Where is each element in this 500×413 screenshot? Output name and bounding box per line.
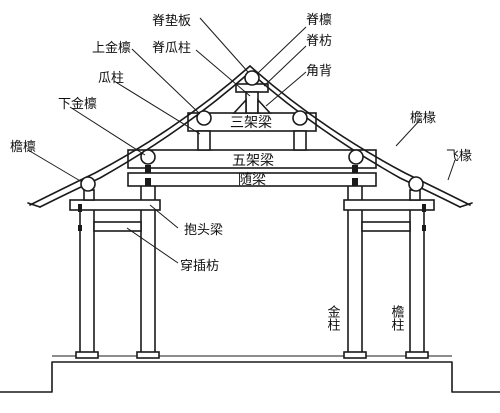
leader-lines bbox=[27, 17, 456, 264]
roof-rafters bbox=[27, 65, 473, 208]
label-yan-zhu: 檐柱 bbox=[389, 305, 405, 332]
label-ji-dian-ban: 脊垫板 bbox=[152, 13, 191, 29]
label-wu-jia-liang: 五架梁 bbox=[232, 153, 274, 169]
label-shang-jin-lin: 上金檩 bbox=[92, 40, 131, 56]
label-fei-chuan: 飞椽 bbox=[446, 149, 472, 164]
ridge-purlin bbox=[244, 70, 260, 86]
label-bao-tou-liang: 抱头梁 bbox=[184, 222, 223, 238]
label-jin-zhu: 金柱 bbox=[325, 304, 341, 332]
left-eave-column bbox=[79, 204, 95, 358]
label-jiao-bei: 角背 bbox=[306, 64, 332, 79]
label-san-jia-liang: 三架梁 bbox=[230, 115, 272, 131]
posts bbox=[145, 91, 358, 186]
label-ji-fang: 脊枋 bbox=[306, 33, 332, 49]
lower-gold-purlin-left bbox=[140, 149, 156, 165]
lower-gold-purlin-right bbox=[348, 149, 364, 165]
sui-liang-beam bbox=[127, 172, 377, 187]
right-eave-column bbox=[409, 204, 425, 358]
label-xia-jin-lin: 下金檩 bbox=[58, 96, 97, 112]
label-ji-gua-zhu: 脊瓜柱 bbox=[152, 41, 191, 56]
label-gua-zhu: 瓜柱 bbox=[98, 71, 124, 86]
label-chuan-cha-fang: 穿插枋 bbox=[180, 258, 219, 274]
label-ji-lin: 脊檩 bbox=[306, 13, 332, 28]
purlins bbox=[80, 70, 424, 192]
label-yan-chuan: 檐椽 bbox=[410, 111, 436, 126]
foundation-platform bbox=[0, 355, 500, 393]
tie-beams bbox=[69, 189, 435, 232]
label-sui-liang: 随梁 bbox=[238, 172, 266, 188]
eave-purlin-right bbox=[408, 176, 424, 192]
upper-gold-purlin-right bbox=[292, 110, 308, 126]
wu-jia-liang-beam bbox=[127, 149, 377, 169]
upper-gold-purlin-left bbox=[196, 110, 212, 126]
label-yan-lin: 檐檩 bbox=[10, 140, 36, 155]
eave-purlin-left bbox=[80, 176, 96, 192]
